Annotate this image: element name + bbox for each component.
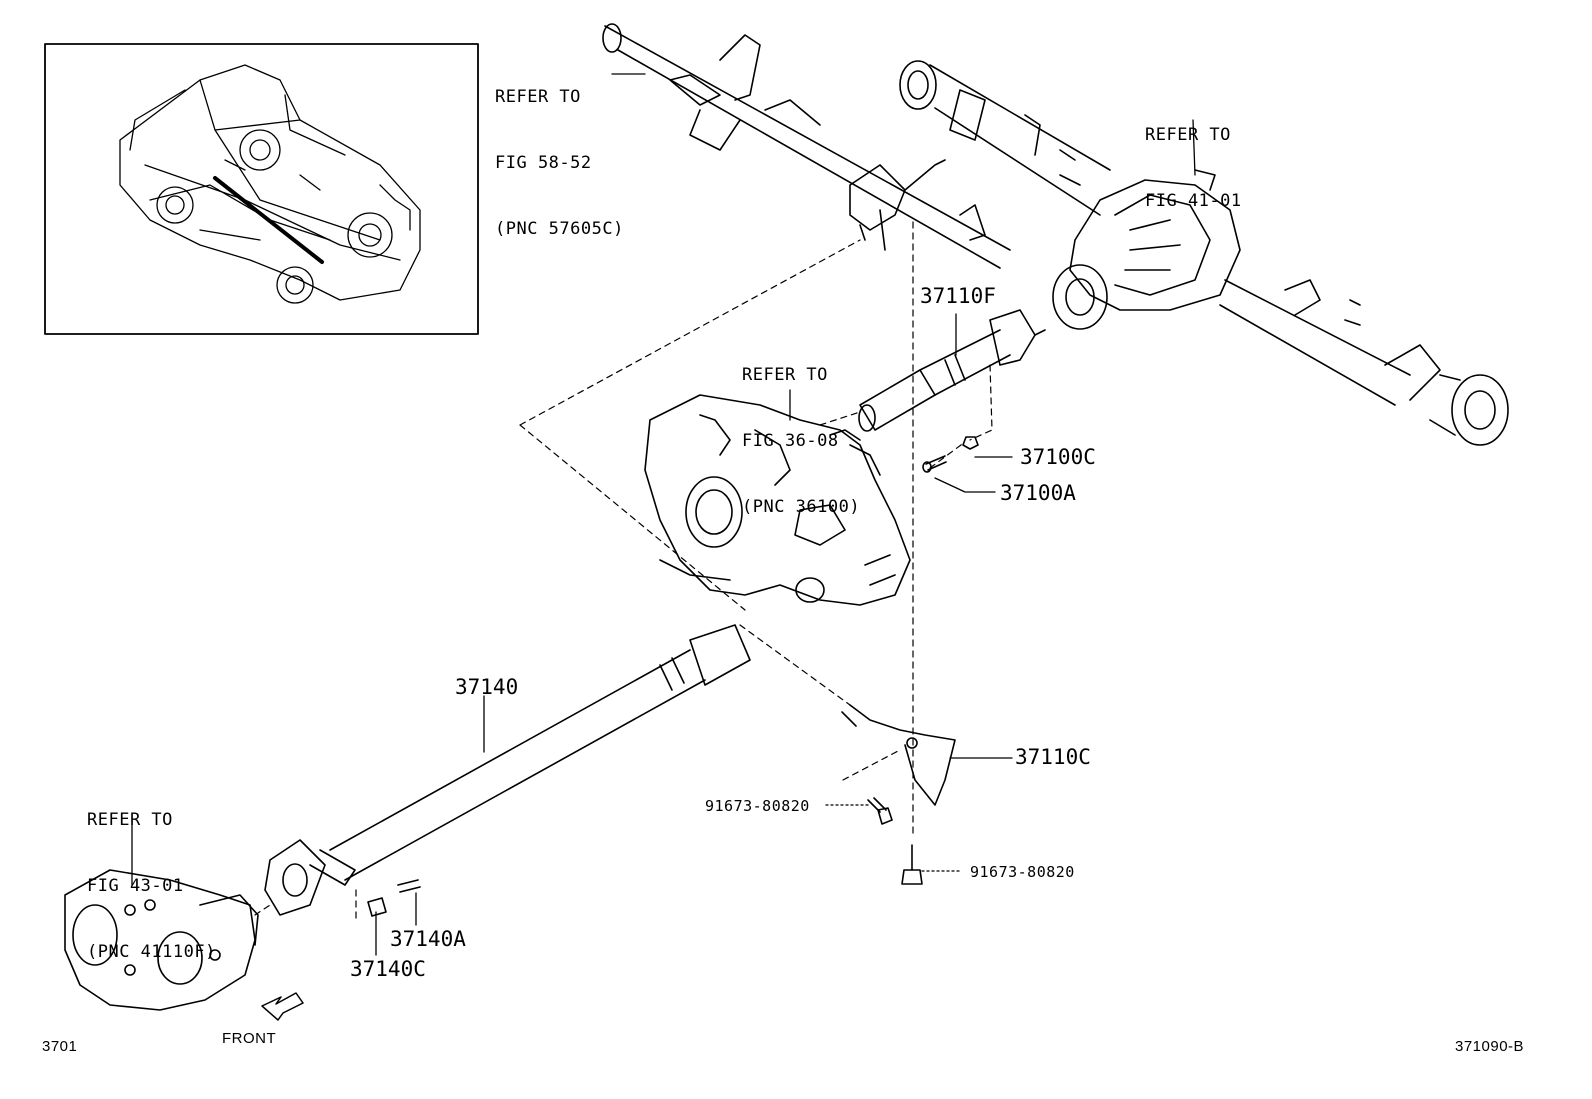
refer-line: FIG 36-08 (742, 431, 839, 451)
figure-code-left: 3701 (42, 1038, 78, 1055)
refer-line: (PNC 41110F) (87, 942, 216, 962)
rear-propeller-shaft (858, 309, 1046, 432)
leader-lines (131, 73, 1196, 956)
refer-line: FIG 58-52 (495, 153, 592, 173)
refer-line: FIG 43-01 (87, 876, 184, 896)
refer-line: (PNC 57605C) (495, 219, 624, 239)
part-label-91673-80820-upper: 91673-80820 (705, 797, 810, 815)
refer-label-fig-36-08: REFER TO FIG 36-08 (PNC 36100) (742, 320, 860, 562)
part-label-37110C: 37110C (1015, 745, 1091, 769)
part-label-37110F: 37110F (920, 284, 996, 308)
front-label: FRONT (222, 1030, 277, 1047)
front-arrow-icon (261, 992, 304, 1021)
frame-crossmember (602, 23, 1011, 269)
part-label-37100C: 37100C (1020, 445, 1096, 469)
dashed-alignment-lines (254, 221, 993, 919)
refer-line: (PNC 36100) (742, 497, 861, 517)
refer-line: REFER TO (87, 810, 173, 830)
transfer-case (644, 394, 911, 606)
refer-line: REFER TO (742, 365, 828, 385)
fasteners (367, 436, 979, 917)
refer-line: REFER TO (1145, 125, 1231, 145)
refer-label-fig-58-52: REFER TO FIG 58-52 (PNC 57605C) (495, 42, 624, 284)
front-differential (64, 869, 259, 1011)
front-propeller-shaft (264, 624, 751, 916)
part-label-37140: 37140 (455, 675, 519, 699)
refer-line: FIG 41-01 (1145, 191, 1242, 211)
rear-axle-housing (899, 60, 1509, 446)
part-label-37100A: 37100A (1000, 481, 1076, 505)
refer-line: REFER TO (495, 87, 581, 107)
figure-code-right: 371090-B (1455, 1038, 1525, 1055)
vehicle-overview-inset (44, 43, 479, 335)
part-label-91673-80820-lower: 91673-80820 (970, 863, 1075, 881)
refer-label-fig-41-01: REFER TO FIG 41-01 (1145, 80, 1242, 256)
refer-label-fig-43-01: REFER TO FIG 43-01 (PNC 41110F) (87, 765, 216, 1007)
part-label-37140A: 37140A (390, 927, 466, 951)
breather-hose (841, 704, 956, 806)
part-label-37140C: 37140C (350, 957, 426, 981)
